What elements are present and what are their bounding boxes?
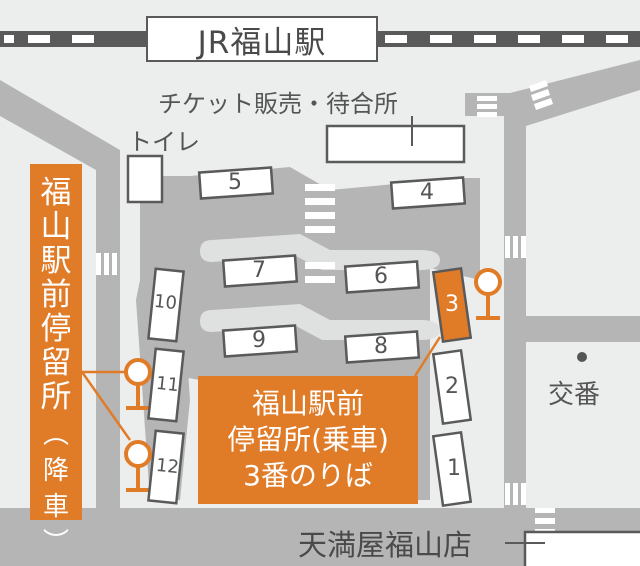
stop-number-11: 11 <box>154 372 180 397</box>
callout-char: ︶ <box>42 528 69 558</box>
buildings <box>126 116 640 566</box>
callout-char: 山 <box>40 209 72 245</box>
stop-number-1: 1 <box>447 456 461 481</box>
department-store-label: 天満屋福山店 <box>298 528 473 562</box>
callout-char: 降 <box>42 456 69 486</box>
boarding-stop-callout: 福山駅前 停留所(乗車) 3番のりば <box>198 376 418 504</box>
callout-char: 福 <box>40 175 72 211</box>
bus-stop-pole-icons <box>124 268 502 492</box>
stop-number-3: 3 <box>445 292 459 317</box>
stop-number-9: 9 <box>252 328 266 353</box>
callout-char: 前 <box>40 277 72 313</box>
stop-number-2: 2 <box>445 374 459 399</box>
stop-number-6: 6 <box>374 264 388 289</box>
callout-char: 留 <box>40 345 72 381</box>
koban-label: 交番 <box>548 380 601 410</box>
station-name-label: JR福山駅 <box>146 16 378 62</box>
callout-char: 所 <box>40 379 72 415</box>
stop-number-7: 7 <box>252 258 266 283</box>
callout-line: 停留所(乗車) <box>227 423 389 456</box>
stop-number-5: 5 <box>228 170 242 195</box>
callout-leaders <box>80 336 442 441</box>
callout-char: 停 <box>40 311 72 347</box>
callout-char: 車 <box>42 492 69 522</box>
toilet-label: トイレ <box>128 128 200 156</box>
callout-line: 3番のりば <box>243 459 373 492</box>
platform-islands <box>200 234 440 340</box>
stop-number-12: 12 <box>154 454 180 479</box>
alighting-stop-callout: 福 山 駅 前 停 留 所 ︵ 降 車 ︶ <box>30 164 82 558</box>
callout-line: 福山駅前 <box>251 387 364 420</box>
bus-stop-boxes <box>147 166 473 508</box>
ticket-office-label: チケット販売・待合所 <box>158 90 398 118</box>
stop-number-10: 10 <box>152 290 178 315</box>
stop-number-4: 4 <box>420 180 434 205</box>
stop-number-8: 8 <box>374 334 388 359</box>
callout-char: 駅 <box>40 243 72 279</box>
callout-char: ︵ <box>42 420 69 450</box>
